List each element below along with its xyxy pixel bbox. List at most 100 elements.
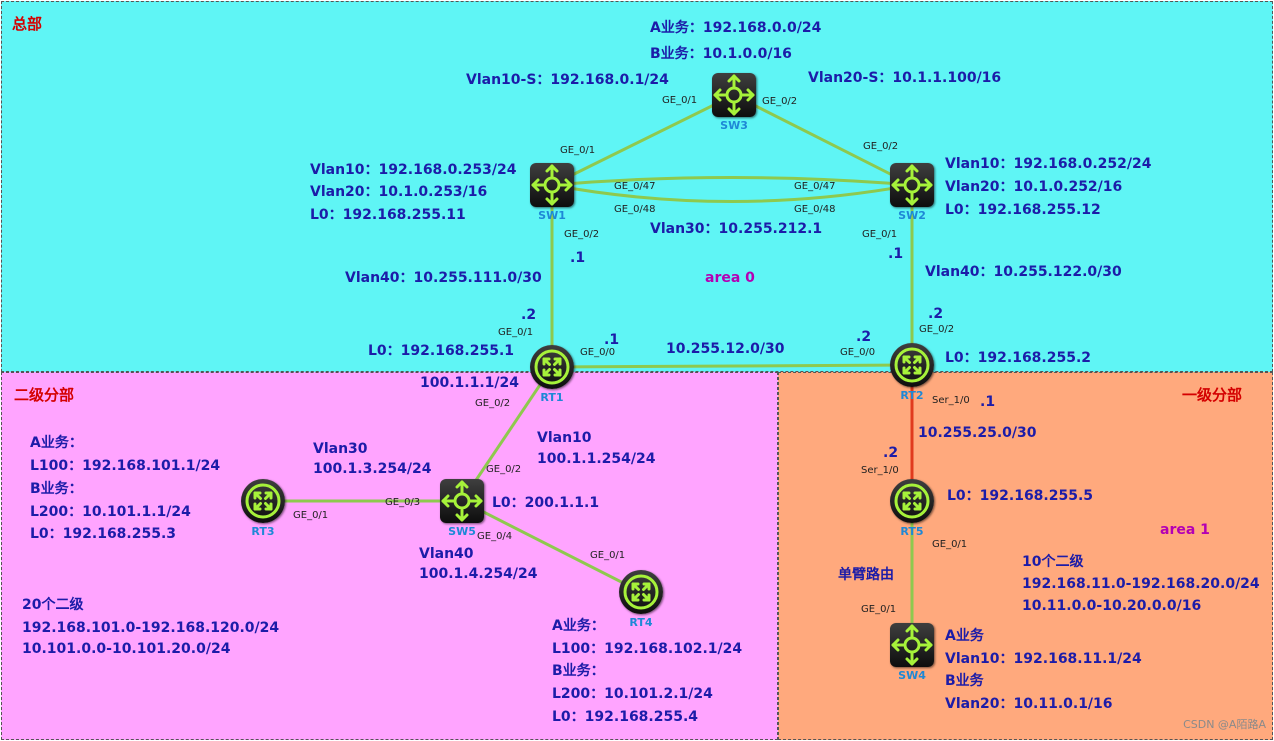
- router-icon: [890, 479, 934, 523]
- host-octet-label: .1: [570, 250, 586, 266]
- router-icon: [890, 343, 934, 387]
- level2-range-b-label: 10.101.0.0-10.101.20.0/24: [22, 641, 231, 657]
- device-label-sw1: SW1: [538, 209, 566, 222]
- rt3-l0-label: L0：192.168.255.3: [30, 526, 177, 542]
- rt1-ge02-ip-label: 100.1.1.1/24: [420, 375, 519, 391]
- multilayer-switch-icon: [890, 623, 934, 667]
- rt4-l0-label: L0：192.168.255.4: [552, 709, 699, 725]
- rt2-rt5-link-label: 10.255.25.0/30: [918, 425, 1037, 441]
- multilayer-switch-icon: [890, 163, 934, 207]
- region-title-headquarters: 总部: [12, 15, 43, 33]
- region-level2-branch: [1, 372, 778, 740]
- device-label-rt1: RT1: [540, 391, 564, 404]
- rt1-l0-label: L0：192.168.255.1: [368, 343, 515, 359]
- link-sw1-sw3: [551, 93, 735, 187]
- router-icon: [241, 479, 285, 523]
- device-rt4[interactable]: RT4: [619, 570, 663, 629]
- device-label-sw4: SW4: [898, 669, 926, 682]
- watermark: CSDN @A陌路A: [1183, 718, 1266, 731]
- device-sw2[interactable]: SW2: [890, 163, 934, 222]
- device-sw5[interactable]: SW5: [440, 479, 484, 538]
- host-octet-label: .2: [856, 329, 872, 345]
- rt4-l200-label: L200：10.101.2.1/24: [552, 686, 713, 702]
- multilayer-switch-icon: [440, 479, 484, 523]
- region-title-level1-branch: 一级分部: [1182, 386, 1243, 404]
- link-sw1-sw2-ge047: [551, 176, 913, 187]
- rt3-l100-label: L100：192.168.101.1/24: [30, 458, 221, 474]
- sw4-vlan10-label: Vlan10：192.168.11.1/24: [945, 651, 1142, 667]
- port-label: GE_0/2: [863, 141, 899, 152]
- rt3-a-service-label: A业务：: [30, 435, 83, 451]
- link-sw3-sw2: [733, 93, 913, 187]
- port-label: Ser_1/0: [861, 465, 899, 476]
- sw5-l0-label: L0：200.1.1.1: [492, 495, 600, 511]
- area-1-label: area 1: [1160, 522, 1210, 538]
- router-icon: [619, 570, 663, 614]
- device-label-rt3: RT3: [251, 525, 275, 538]
- area-0-label: area 0: [705, 270, 755, 286]
- sw4-b-service-label: B业务: [945, 673, 984, 689]
- level1-range-a-label: 192.168.11.0-192.168.20.0/24: [1022, 576, 1260, 592]
- multilayer-switch-icon: [530, 163, 574, 207]
- port-label: GE_0/1: [560, 145, 596, 156]
- device-sw4[interactable]: SW4: [890, 623, 934, 682]
- rt4-a-service-label: A业务：: [552, 618, 605, 634]
- device-rt2[interactable]: RT2: [890, 343, 934, 402]
- sw4-a-service-label: A业务: [945, 628, 984, 644]
- multilayer-switch-icon: [712, 73, 756, 117]
- link-rt1-rt2: [551, 363, 913, 369]
- sw2-l0-label: L0：192.168.255.12: [945, 202, 1101, 218]
- sw4-vlan20-label: Vlan20：10.11.0.1/16: [945, 696, 1113, 712]
- device-rt5[interactable]: RT5: [890, 479, 934, 538]
- level1-range-b-label: 10.11.0.0-10.20.0.0/16: [1022, 598, 1202, 614]
- sw5-vlan40-ip-label: 100.1.4.254/24: [419, 566, 538, 582]
- region-title-level2-branch: 二级分部: [14, 386, 75, 404]
- link-sw1-sw2-ge048: [551, 183, 913, 203]
- host-octet-label: .1: [888, 246, 904, 262]
- host-octet-label: .1: [604, 332, 620, 348]
- rt3-l200-label: L200：10.101.1.1/24: [30, 504, 191, 520]
- port-label: GE_0/48: [794, 204, 836, 215]
- host-octet-label: .2: [883, 445, 899, 461]
- port-label: GE_0/0: [840, 347, 876, 358]
- port-label: GE_0/3: [385, 497, 421, 508]
- sw5-vlan30-name-label: Vlan30: [313, 441, 368, 457]
- port-label: GE_0/1: [932, 539, 968, 550]
- port-label: GE_0/47: [794, 181, 836, 192]
- device-label-rt5: RT5: [900, 525, 924, 538]
- port-label: GE_0/2: [475, 398, 511, 409]
- port-label: GE_0/0: [580, 347, 616, 358]
- rt5-l0-label: L0：192.168.255.5: [947, 488, 1094, 504]
- device-sw1[interactable]: SW1: [530, 163, 574, 222]
- level2-range-a-label: 192.168.101.0-192.168.120.0/24: [22, 620, 280, 636]
- link-rt1-sw5: [460, 366, 554, 502]
- device-label-rt2: RT2: [900, 389, 924, 402]
- device-rt1[interactable]: RT1: [530, 345, 574, 404]
- device-rt3[interactable]: RT3: [241, 479, 285, 538]
- port-label: GE_0/1: [498, 327, 534, 338]
- device-label-sw3: SW3: [720, 119, 748, 132]
- device-label-rt4: RT4: [629, 616, 653, 629]
- port-label: GE_0/2: [762, 96, 798, 107]
- device-label-sw5: SW5: [448, 525, 476, 538]
- sw5-vlan10-name-label: Vlan10: [537, 430, 592, 446]
- sw3-vlan20s-label: Vlan20-S：10.1.1.100/16: [808, 70, 1002, 86]
- vlan30-link-label: Vlan30：10.255.212.1: [650, 221, 823, 237]
- level1-count-label: 10个二级: [1022, 554, 1084, 570]
- sw5-vlan30-ip-label: 100.1.3.254/24: [313, 461, 432, 477]
- level2-count-label: 20个二级: [22, 597, 84, 613]
- router-icon: [530, 345, 574, 389]
- sw3-vlan10s-label: Vlan10-S：192.168.0.1/24: [466, 72, 669, 88]
- rt4-b-service-label: B业务：: [552, 663, 605, 679]
- rt2-l0-label: L0：192.168.255.2: [945, 350, 1092, 366]
- rt4-l100-label: L100：192.168.102.1/24: [552, 641, 743, 657]
- port-label: GE_0/1: [590, 550, 626, 561]
- port-label: GE_0/48: [614, 204, 656, 215]
- sw1-l0-label: L0：192.168.255.11: [310, 207, 466, 223]
- host-octet-label: .2: [928, 306, 944, 322]
- port-label: GE_0/1: [293, 510, 329, 521]
- port-label: GE_0/2: [486, 464, 522, 475]
- device-sw3[interactable]: SW3: [712, 73, 756, 132]
- sw5-vlan10-ip-label: 100.1.1.254/24: [537, 451, 656, 467]
